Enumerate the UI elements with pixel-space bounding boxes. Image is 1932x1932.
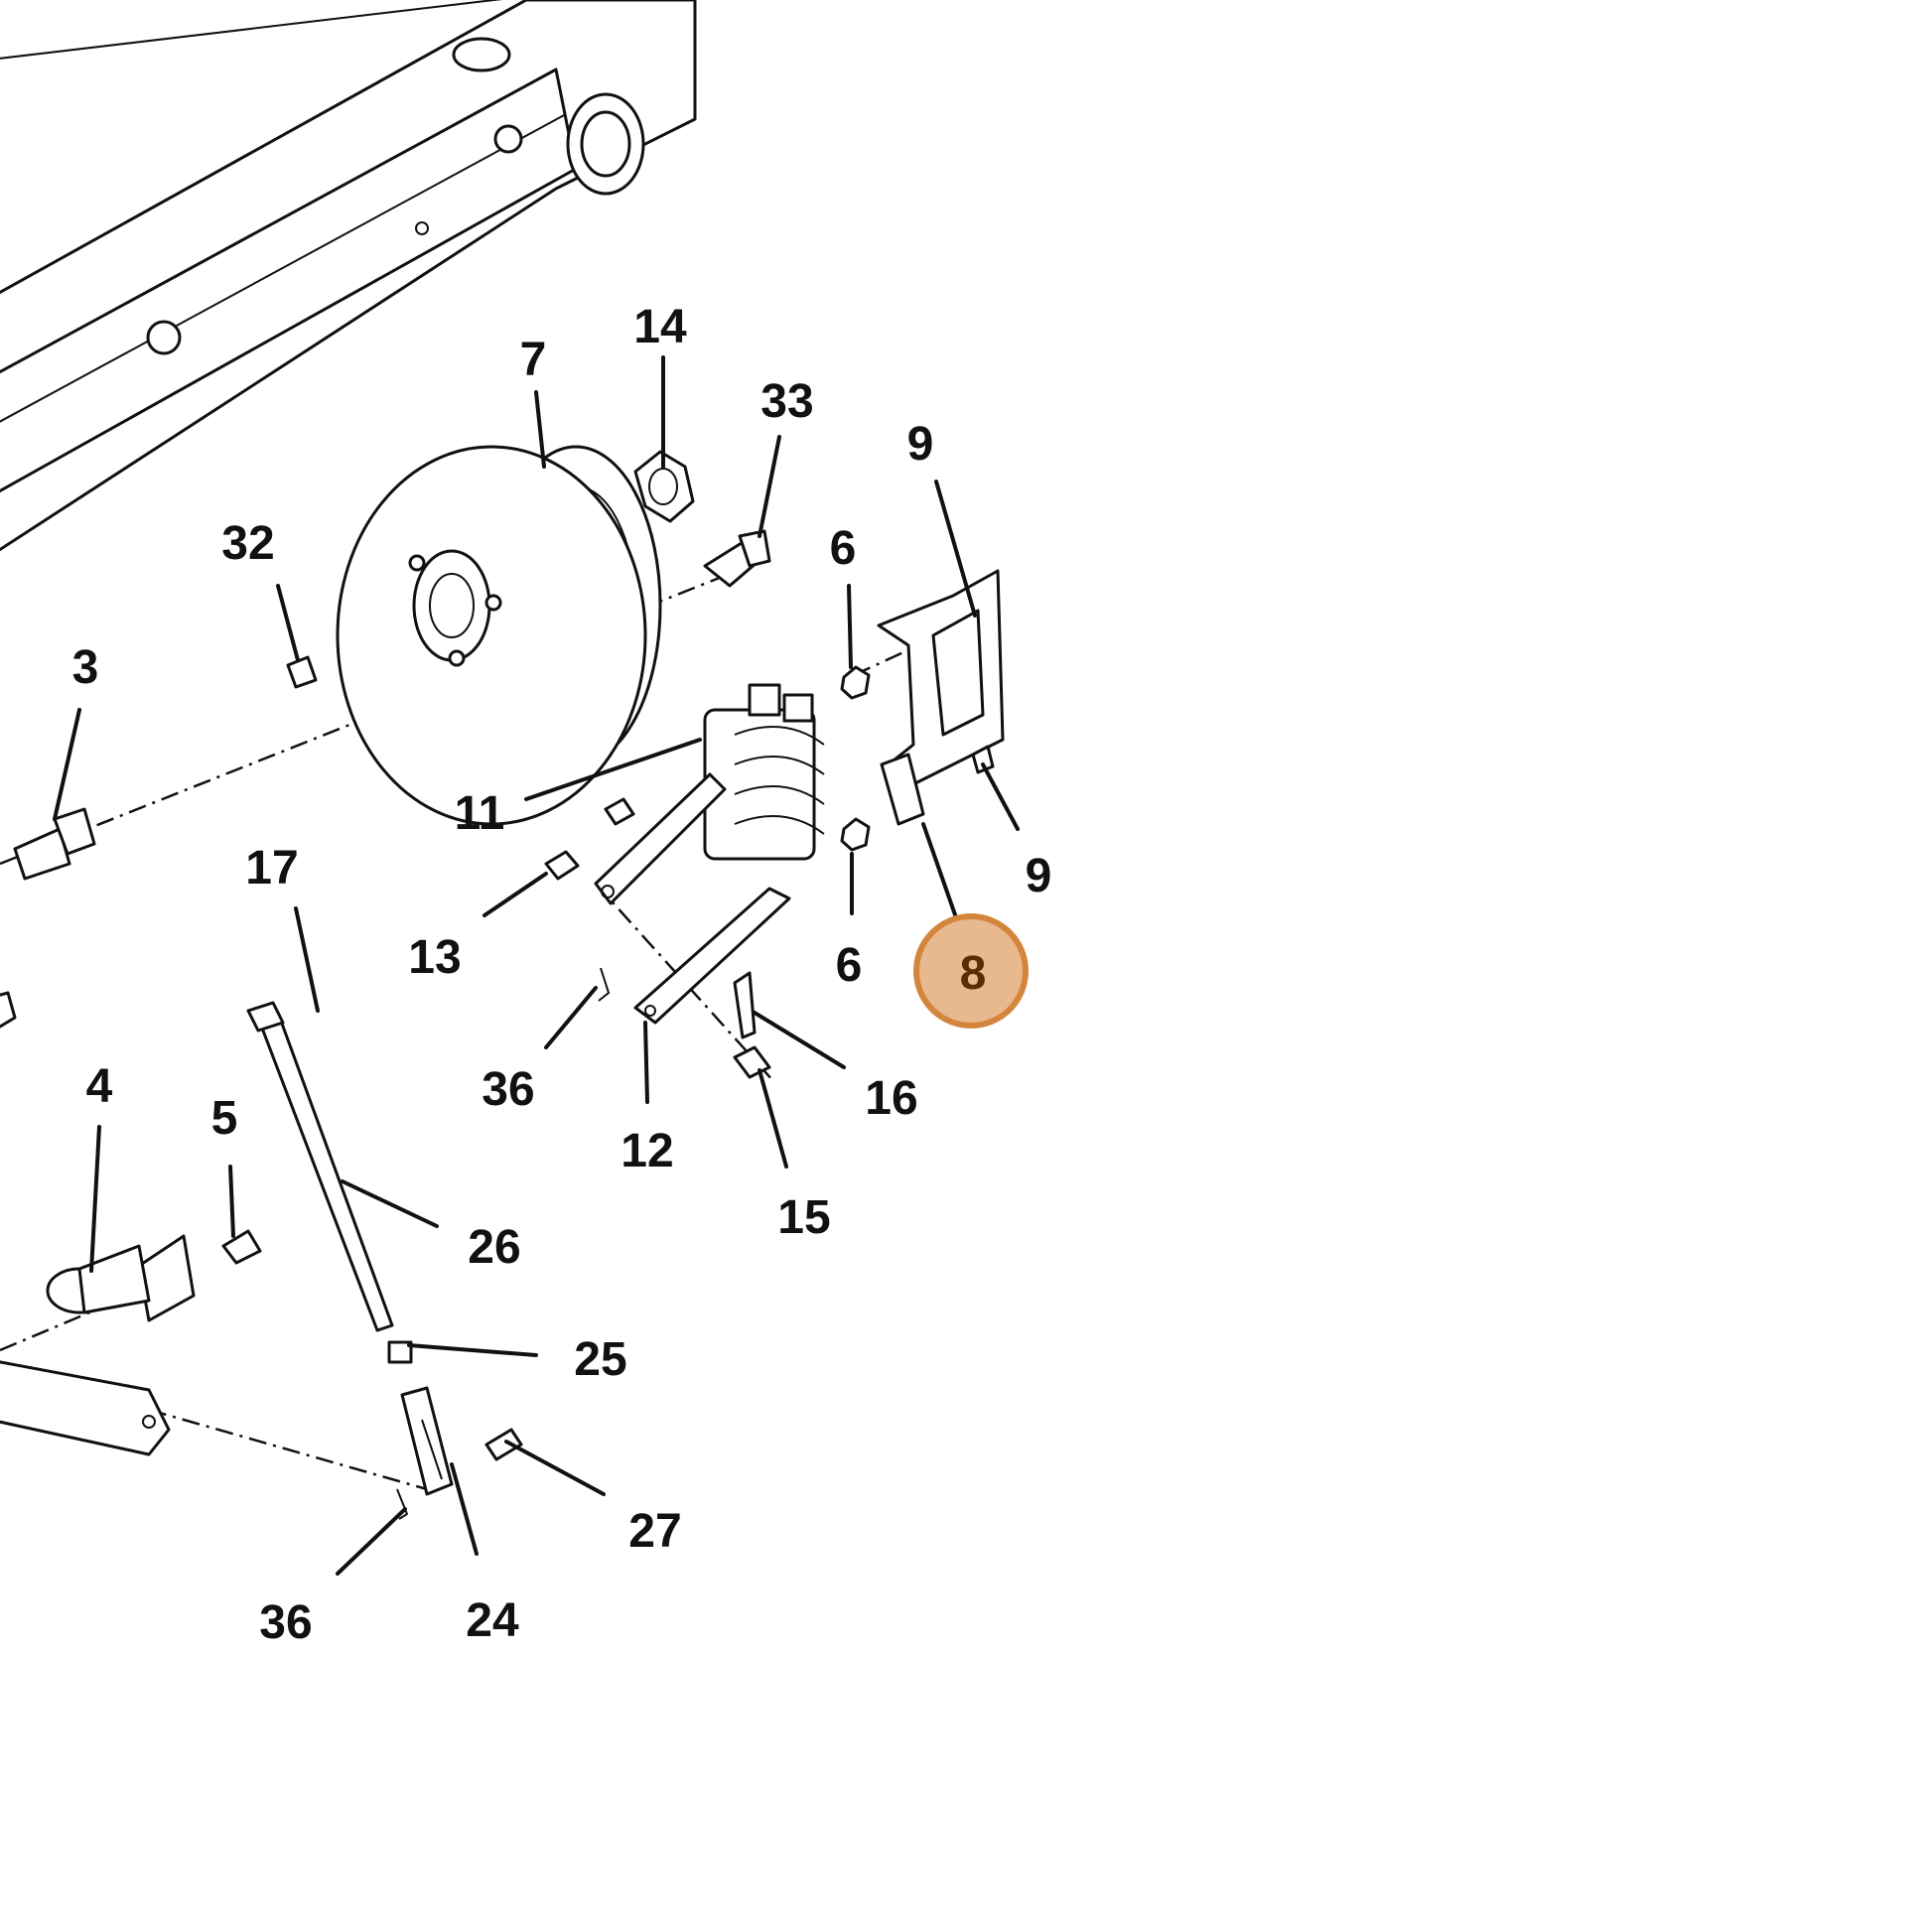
callout-16[interactable]: 16 [865,1072,917,1125]
callout-6-lower[interactable]: 6 [836,939,863,992]
link-plate-part[interactable] [594,772,791,1025]
callout-33[interactable]: 33 [760,375,813,428]
callout-7[interactable]: 7 [520,334,547,386]
frame-tube [0,0,697,552]
callout-24[interactable]: 24 [466,1594,519,1647]
bent-pin-part[interactable] [733,971,757,1039]
spring-assembly-part[interactable] [703,683,825,861]
callout-17[interactable]: 17 [245,842,298,895]
callout-8[interactable]: 8 [960,947,987,1000]
key-part[interactable] [286,655,318,689]
callout-6-upper[interactable]: 6 [830,522,857,575]
clip-lower-part[interactable] [396,1488,409,1520]
leader-lines [53,355,1020,1576]
callout-27[interactable]: 27 [628,1505,681,1558]
callout-3[interactable]: 3 [72,641,99,694]
bolt-33-part[interactable] [703,529,771,588]
callout-11[interactable]: 11 [455,787,505,840]
pulley-part[interactable] [336,445,662,826]
callouts: 14 7 33 9 32 6 3 11 17 13 9 6 8 36 16 4 … [72,301,1052,1649]
bolt-15-part[interactable] [733,1045,771,1079]
pin-27-part[interactable] [484,1428,523,1461]
callout-36-lower[interactable]: 36 [259,1596,312,1649]
nut-6-upper-part[interactable] [840,665,871,700]
callout-32[interactable]: 32 [221,517,274,570]
callout-9-upper[interactable]: 9 [907,418,934,471]
highlight-circle [913,913,1029,1029]
bracket-part[interactable] [877,569,1005,826]
callout-15[interactable]: 15 [777,1191,830,1244]
callout-36-upper[interactable]: 36 [482,1063,534,1116]
lever-arm-part[interactable] [0,1360,171,1456]
callout-14[interactable]: 14 [633,301,687,353]
bushing-part[interactable] [387,1340,413,1364]
hex-nut-part[interactable] [633,450,695,523]
callout-9-lower[interactable]: 9 [1026,850,1052,902]
callout-25[interactable]: 25 [574,1333,626,1386]
callout-13[interactable]: 13 [408,931,461,984]
bolt-3-part[interactable] [13,807,96,881]
edge-nut-part [0,991,17,1029]
callout-12[interactable]: 12 [621,1125,673,1177]
callout-5[interactable]: 5 [211,1092,238,1145]
clip-upper-part[interactable] [598,967,611,1002]
clevis-part[interactable] [400,1386,454,1496]
mount-bracket-part[interactable] [46,1234,196,1322]
rod-part[interactable] [246,1001,394,1332]
screw-5-part[interactable] [221,1229,262,1265]
callout-26[interactable]: 26 [468,1221,520,1274]
bolt-13-part[interactable] [544,797,635,881]
callout-4[interactable]: 4 [86,1060,113,1113]
nut-6-lower-part[interactable] [840,817,871,852]
